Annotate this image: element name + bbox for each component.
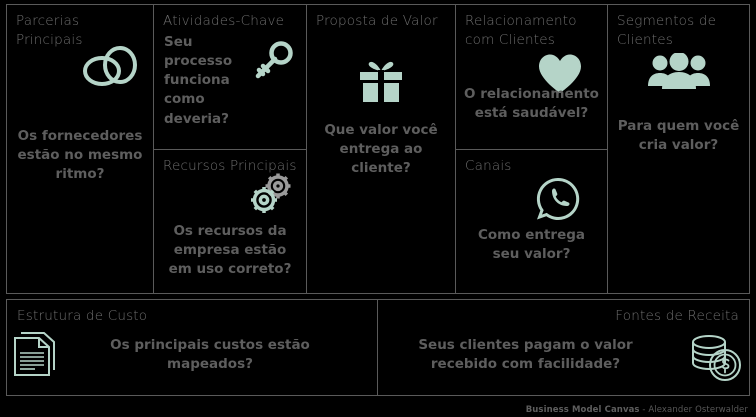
customer-segments-title: Segmentos de Clientes [617, 13, 717, 49]
value-proposition-question: Que valor você entrega ao cliente? [324, 122, 438, 177]
block-key-resources[interactable]: Recursos Principais [154, 150, 306, 294]
cost-structure-question: Os principais custos estão mapeados? [110, 337, 310, 373]
canvas-bottom-grid: Estrutura de Custo Os principais custos … [6, 299, 750, 396]
gears-icon [244, 170, 296, 218]
revenue-streams-title: Fontes de Receita [615, 308, 739, 324]
cost-structure-title: Estrutura de Custo [17, 308, 148, 324]
customer-segments-question: Para quem você cria valor? [617, 118, 740, 154]
block-channels[interactable]: Canais Como entrega seu valor? [456, 150, 607, 294]
document-icon [11, 328, 59, 378]
value-proposition-title: Proposta de Valor [316, 13, 438, 29]
column-key-partners: Parcerias Principais Os fornecedores est… [7, 5, 154, 293]
column-customer-segments: Segmentos de Clientes Para quem você cri… [608, 5, 749, 293]
column-value-proposition: Proposta de Valor Que valor você entrega… [307, 5, 456, 293]
customer-relationships-question: O relacionamento está saudável? [464, 86, 599, 122]
channels-question: Como entrega seu valor? [477, 226, 586, 262]
heart-icon [537, 53, 583, 95]
block-customer-relationships[interactable]: Relacionamento com Clientes O relacionam… [456, 5, 607, 150]
block-revenue-streams[interactable]: Fontes de Receita Seus clientes pagam o … [378, 300, 749, 395]
block-key-partners[interactable]: Parcerias Principais Os fornecedores est… [7, 5, 153, 293]
block-customer-segments[interactable]: Segmentos de Clientes Para quem você cri… [608, 5, 749, 293]
block-value-proposition[interactable]: Proposta de Valor Que valor você entrega… [307, 5, 455, 293]
coins-icon [687, 332, 745, 384]
gift-icon [356, 57, 406, 105]
column-relationships-channels: Relacionamento com Clientes O relacionam… [456, 5, 608, 293]
key-activities-question: Seu processo funciona como deveria? [164, 34, 233, 127]
canvas-top-grid: Parcerias Principais Os fornecedores est… [6, 4, 750, 294]
key-partners-question: Os fornecedores estão no mesmo ritmo? [17, 128, 143, 183]
canvas-attribution: Business Model Canvas - Alexander Osterw… [526, 405, 748, 415]
key-partners-title: Parcerias Principais [16, 13, 83, 49]
key-activities-title: Atividades-Chave [163, 13, 285, 29]
attribution-bold: Business Model Canvas [525, 405, 640, 415]
rings-icon [79, 45, 141, 89]
attribution-rest: - Alexander Osterwalder [639, 405, 748, 415]
block-cost-structure[interactable]: Estrutura de Custo Os principais custos … [7, 300, 378, 395]
whatsapp-icon [535, 176, 581, 222]
channels-title: Canais [465, 157, 512, 174]
block-key-activities[interactable]: Atividades-Chave Seu processo funciona c… [154, 5, 306, 150]
key-resources-title: Recursos Principais [163, 157, 297, 174]
customer-relationships-title: Relacionamento com Clientes [465, 13, 577, 49]
key-resources-question: Os recursos da empresa estão em uso corr… [168, 222, 292, 277]
revenue-streams-question: Seus clientes pagam o valor recebido com… [418, 337, 633, 373]
key-icon [250, 38, 296, 84]
column-key-activities-resources: Atividades-Chave Seu processo funciona c… [154, 5, 307, 293]
people-icon [646, 52, 712, 95]
